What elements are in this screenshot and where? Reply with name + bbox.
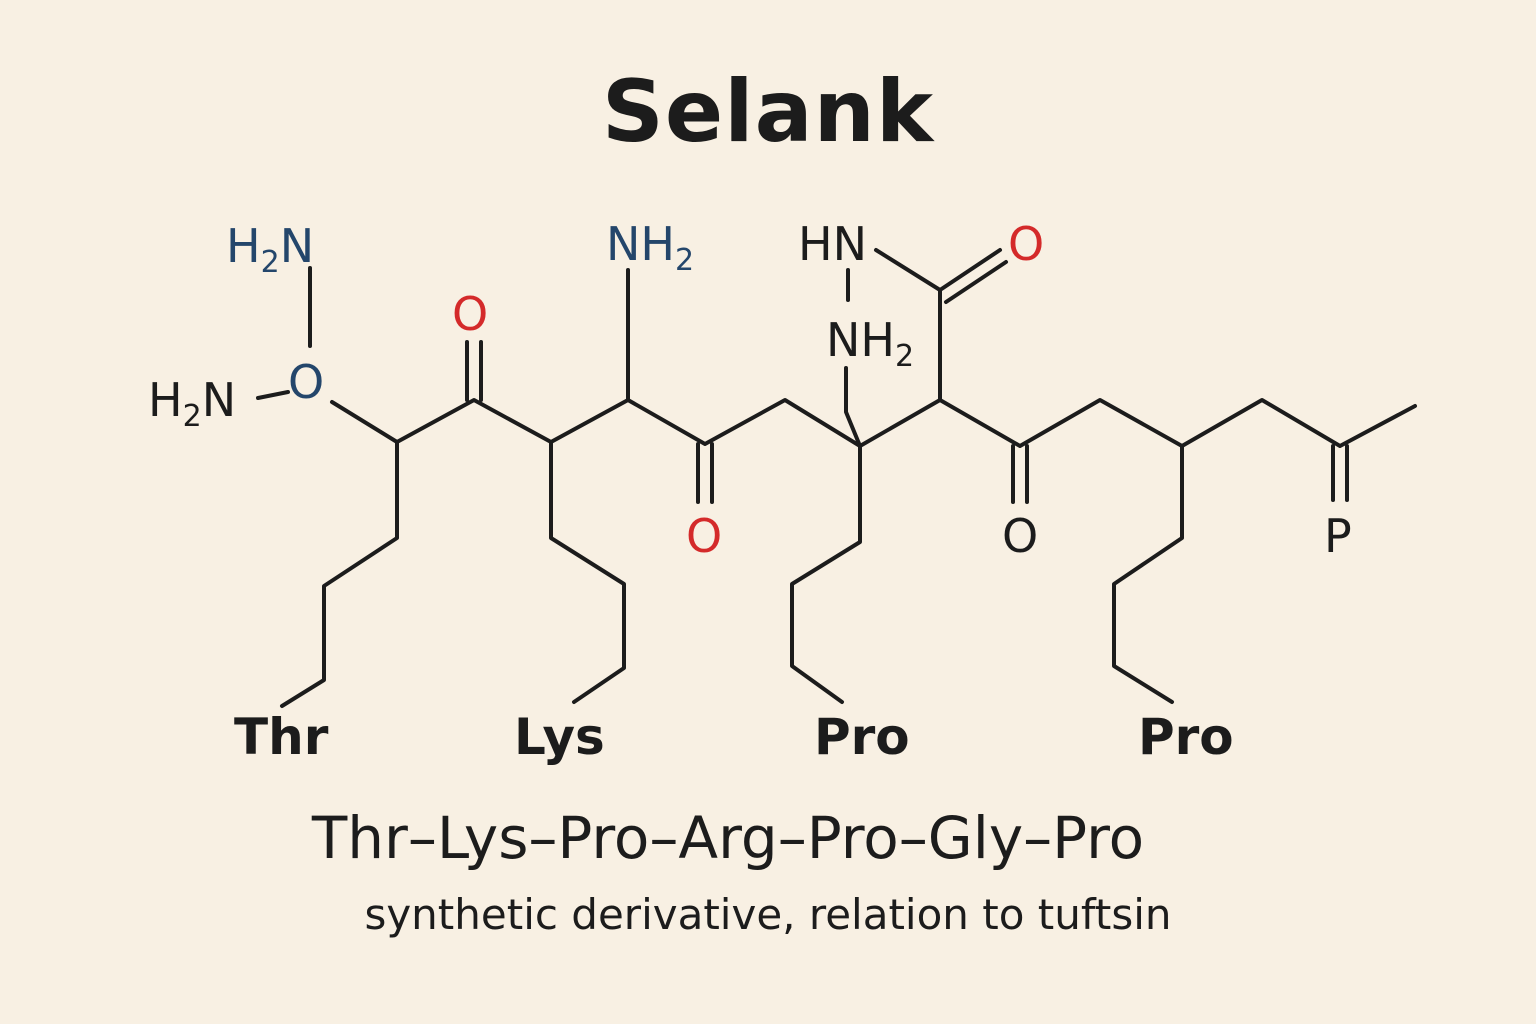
atom-h2n-left: H2N bbox=[148, 373, 236, 434]
side-chain-lys bbox=[549, 440, 626, 704]
sequence-text: Thr–Lys–Pro–Arg–Pro–Gly–Pro bbox=[311, 804, 1145, 872]
atom-o-red-1: O bbox=[452, 287, 488, 341]
residue-label-pro-1: Pro bbox=[814, 708, 910, 766]
side-chain-thr bbox=[280, 440, 399, 708]
backbone-bond bbox=[330, 398, 1417, 448]
atom-hn: HN bbox=[798, 217, 867, 271]
bond-h2n-left-o bbox=[256, 390, 290, 400]
atom-nh2-lower: NH2 bbox=[826, 313, 914, 374]
residue-label-lys: Lys bbox=[514, 708, 605, 766]
carbonyl-bond-3 bbox=[938, 248, 1002, 292]
subtitle: synthetic derivative, relation to tuftsi… bbox=[364, 890, 1172, 939]
atom-o-red-2: O bbox=[686, 509, 722, 563]
bond-hn-carbonyl bbox=[874, 248, 942, 292]
carbonyl-bond-3b bbox=[944, 260, 1008, 304]
atom-p: P bbox=[1324, 509, 1352, 563]
atom-nh2-mid: NH2 bbox=[606, 217, 694, 278]
page-title: Selank bbox=[601, 62, 935, 162]
side-chain-pro-2 bbox=[1112, 444, 1184, 704]
atom-o-red-3: O bbox=[1008, 217, 1044, 271]
atom-h2n-top: H2N bbox=[226, 219, 314, 280]
atom-o-black: O bbox=[1002, 509, 1038, 563]
side-chain-pro-1 bbox=[790, 444, 862, 704]
bond-nh2-lower bbox=[844, 366, 862, 448]
residue-label-thr: Thr bbox=[234, 708, 329, 766]
atom-o-blue: O bbox=[288, 355, 324, 409]
residue-label-pro-2: Pro bbox=[1138, 708, 1234, 766]
